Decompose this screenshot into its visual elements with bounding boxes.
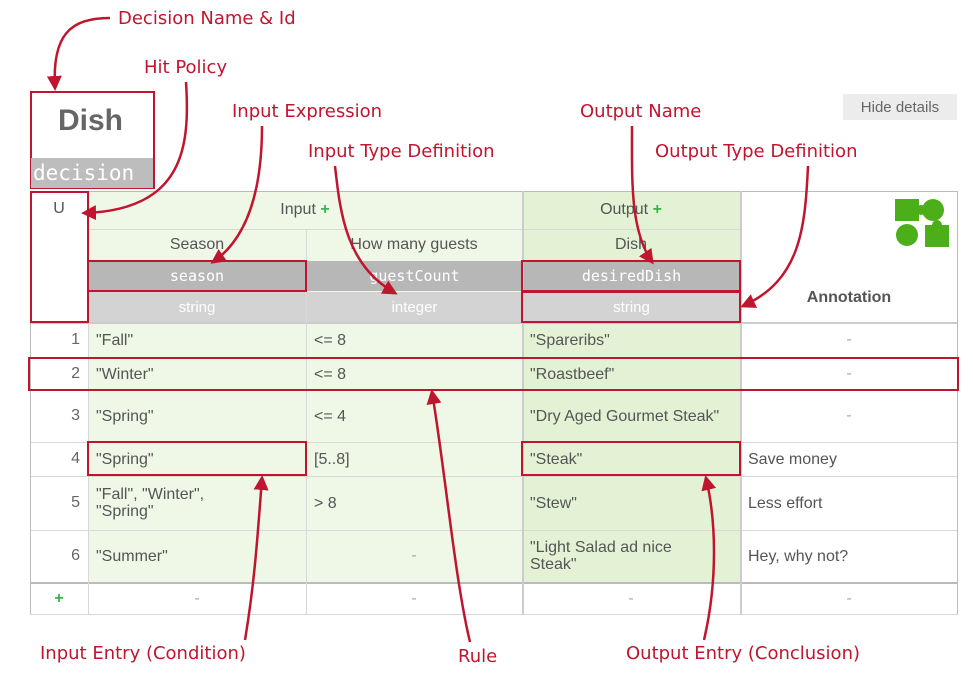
rule-season[interactable]: "Summer" <box>96 547 168 565</box>
rule-annotation[interactable]: Less effort <box>748 494 823 512</box>
input-type-season[interactable]: string <box>88 292 306 322</box>
input-expression-guests[interactable]: guestCount <box>307 261 522 291</box>
grid-line <box>306 229 307 614</box>
rule-dish[interactable]: "Steak" <box>530 450 583 468</box>
input-entry-highlight <box>87 441 307 476</box>
rule-dish[interactable]: "Stew" <box>530 494 577 512</box>
callout-output-type-definition: Output Type Definition <box>655 141 858 162</box>
decision-id[interactable]: decision <box>31 158 153 188</box>
grid-line <box>88 191 89 614</box>
rule-number: 4 <box>71 450 80 467</box>
add-row-cell[interactable]: - <box>628 590 634 607</box>
grid-line <box>30 476 958 477</box>
input-label-guests[interactable]: How many guests <box>350 236 478 253</box>
table-border <box>30 191 958 192</box>
grid-line <box>30 582 958 584</box>
hit-policy: U <box>53 200 65 217</box>
rule-number: 3 <box>71 407 80 424</box>
dmn-puzzle-icon <box>895 199 949 247</box>
grid-line <box>30 322 958 324</box>
add-output-button[interactable]: + <box>652 201 662 218</box>
add-rule-button[interactable]: + <box>54 590 64 607</box>
grid-line <box>957 191 958 614</box>
rule-season[interactable]: "Spring" <box>96 450 154 468</box>
callout-hit-policy: Hit Policy <box>144 57 228 78</box>
grid-line <box>30 614 958 615</box>
rule-annotation[interactable]: - <box>846 331 852 348</box>
hit-policy-highlight <box>30 191 89 323</box>
rule-highlight <box>28 357 959 391</box>
rule-number: 6 <box>71 547 80 564</box>
rule-annotation[interactable]: Hey, why not? <box>748 547 849 565</box>
callout-decision-name-id: Decision Name & Id <box>118 8 296 29</box>
grid-line <box>30 530 958 531</box>
callout-input-expression: Input Expression <box>232 101 383 122</box>
input-type-guests[interactable]: integer <box>307 292 522 322</box>
rule-season[interactable]: "Winter" <box>96 365 154 383</box>
grid-line <box>522 191 524 614</box>
add-input-button[interactable]: + <box>320 201 330 218</box>
rule-dish[interactable]: "Light Salad ad nice Steak" <box>530 539 672 573</box>
callout-output-entry: Output Entry (Conclusion) <box>626 643 860 664</box>
output-name-highlight <box>521 260 741 292</box>
rule-number: 2 <box>71 365 80 382</box>
grid-line <box>88 229 740 230</box>
add-row-cell[interactable]: - <box>411 590 417 607</box>
output-name[interactable]: desiredDish <box>523 261 740 291</box>
hide-details-button[interactable]: Hide details <box>843 94 957 120</box>
rule-annotation[interactable]: - <box>846 365 852 382</box>
rule-number: 5 <box>71 494 80 511</box>
rule-season[interactable]: "Fall" <box>96 331 134 349</box>
output-type-highlight <box>521 291 741 323</box>
rule-annotation[interactable]: - <box>846 407 852 424</box>
decision-name[interactable]: Dish <box>57 104 123 137</box>
grid-line <box>740 191 742 614</box>
annotation-header[interactable]: Annotation <box>806 289 892 306</box>
input-label-season[interactable]: Season <box>169 236 225 253</box>
output-header-label: Output <box>600 201 649 218</box>
callout-output-name: Output Name <box>580 101 702 122</box>
rule-dish[interactable]: "Spareribs" <box>530 331 610 349</box>
annotation-header-cell: Annotation <box>740 191 958 322</box>
rule-season[interactable]: "Fall", "Winter", "Spring" <box>96 486 205 520</box>
input-expression-season[interactable]: season <box>88 261 306 291</box>
rule-guests[interactable]: - <box>411 547 417 564</box>
rule-guests[interactable]: <= 8 <box>314 365 347 383</box>
output-type[interactable]: string <box>523 292 740 322</box>
rule-guests[interactable]: <= 4 <box>314 407 347 425</box>
rule-season[interactable]: "Spring" <box>96 407 154 425</box>
callout-rule: Rule <box>458 646 498 667</box>
callout-input-entry: Input Entry (Condition) <box>40 643 246 664</box>
arrow-decision-name <box>46 16 111 91</box>
callout-input-type-definition: Input Type Definition <box>308 141 495 162</box>
output-label-dish[interactable]: Dish <box>614 236 647 253</box>
input-column-header: Input + <box>88 191 522 229</box>
output-column-header: Output + <box>522 191 740 229</box>
rule-dish[interactable]: "Roastbeef" <box>530 365 615 383</box>
rule-guests[interactable]: [5..8] <box>314 450 350 468</box>
grid-line <box>30 442 958 443</box>
input-header-label: Input <box>280 201 316 218</box>
add-row-cell[interactable]: - <box>194 590 200 607</box>
rule-number: 1 <box>71 331 80 348</box>
input-expression-highlight <box>87 260 307 292</box>
hit-policy-cell[interactable]: U <box>30 191 88 227</box>
rule-guests[interactable]: > 8 <box>314 494 337 512</box>
rule-dish[interactable]: "Dry Aged Gourmet Steak" <box>530 407 720 425</box>
rule-annotation[interactable]: Save money <box>748 450 837 468</box>
add-row-cell[interactable]: - <box>846 590 852 607</box>
rule-guests[interactable]: <= 8 <box>314 331 347 349</box>
output-entry-highlight <box>521 441 741 476</box>
grid-line <box>30 191 31 614</box>
